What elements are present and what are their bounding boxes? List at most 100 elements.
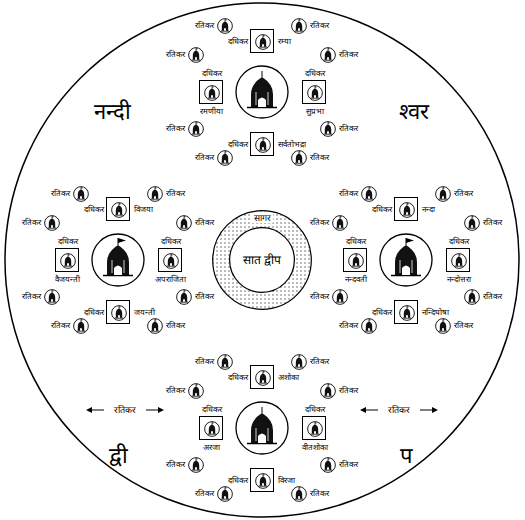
ratikara-temple: रतिकर — [188, 121, 204, 137]
temple-icon — [73, 318, 89, 334]
temple-icon — [320, 383, 336, 399]
ratikara-temple: रतिकर — [217, 18, 233, 34]
lake-box: नन्दोत्तरादधिकर — [446, 248, 470, 272]
ratikara-temple: रतिकर — [320, 383, 336, 399]
ratikara-temple: रतिकर — [435, 186, 451, 202]
temple-icon — [332, 215, 348, 231]
ratikara-temple: रतिकर — [320, 47, 336, 63]
ratikara-temple: रतिकर — [147, 186, 163, 202]
temple-icon — [361, 318, 377, 334]
region-name: द्वी — [109, 442, 128, 470]
temple-icon — [361, 186, 377, 202]
lake-name: नन्दिघोषा — [422, 308, 449, 318]
ratikara-temple: रतिकर — [361, 318, 377, 334]
temple-label: रतिकर — [195, 153, 214, 163]
temple-icon — [217, 18, 233, 34]
dadhimukha-temple: दधिकर — [348, 253, 364, 269]
temple-label: दधिकर — [372, 205, 392, 215]
lake-box: विरजादधिकर — [250, 468, 274, 492]
lake-name: अपराजिता — [155, 275, 186, 285]
lake-name: रम्या — [278, 37, 291, 47]
direction-arrows — [86, 407, 438, 413]
lake-box: नन्दादधिकर — [394, 197, 418, 221]
lake-box: सुप्रभादधिकर — [302, 80, 326, 104]
temple-label: दधिकर — [372, 308, 392, 318]
temple-icon — [217, 150, 233, 166]
temple-icon — [204, 421, 220, 437]
ratikara-temple: रतिकर — [217, 354, 233, 370]
lake-name: जयन्ती — [134, 308, 155, 318]
temple-icon — [44, 289, 60, 305]
temple-label: दधिकर — [58, 237, 78, 247]
temple-label: रतिकर — [310, 489, 329, 499]
ratikara-temple: रतिकर — [291, 354, 307, 370]
lake-name: सुप्रभा — [306, 107, 324, 117]
temple-label: रतिकर — [339, 50, 358, 60]
temple-icon — [60, 253, 76, 269]
ratikara-label: रतिकर — [387, 405, 411, 415]
lake-box: अरजादधिकर — [199, 416, 223, 440]
temple-label: रतिकर — [310, 153, 329, 163]
ratikara-temple: रतिकर — [320, 121, 336, 137]
temple-label: रतिकर — [483, 218, 502, 228]
temple-label: दधिकर — [202, 69, 222, 79]
ratikara-temple: रतिकर — [44, 215, 60, 231]
ratikara-temple: रतिकर — [44, 289, 60, 305]
temple-icon — [307, 85, 323, 101]
temple-icon — [255, 473, 271, 489]
ratikara-label: रतिकर — [113, 405, 137, 415]
temple-label: रतिकर — [483, 292, 502, 302]
ratikara-temple: रतिकर — [464, 289, 480, 305]
temple-icon — [320, 121, 336, 137]
temple-label: रतिकर — [22, 218, 41, 228]
ratikara-temple: रतिकर — [188, 47, 204, 63]
temple-icon — [188, 383, 204, 399]
lake-box: जयन्तीदधिकर — [106, 300, 130, 324]
temple-icon — [255, 137, 271, 153]
temple-icon — [255, 370, 271, 386]
lake-name: वीतशोका — [302, 443, 328, 453]
temple-icon — [291, 18, 307, 34]
temple-label: रतिकर — [195, 218, 214, 228]
temple-label: रतिकर — [310, 218, 329, 228]
core-name: सात द्वीप — [243, 253, 282, 268]
dadhimukha-temple: दधिकर — [451, 253, 467, 269]
dadhimukha-temple: दधिकर — [60, 253, 76, 269]
lake-box: नन्दिघोषादधिकर — [394, 300, 418, 324]
temple-icon — [320, 47, 336, 63]
lake-name: नन्दोत्तरा — [447, 275, 471, 285]
ratikara-temple: रतिकर — [73, 318, 89, 334]
lake-name: विरजा — [278, 476, 295, 486]
temple-icon — [188, 47, 204, 63]
temple-icon — [163, 253, 179, 269]
lake-box: विजयादधिकर — [106, 197, 130, 221]
lake-box: अपराजितादधिकर — [158, 248, 182, 272]
temple-icon — [188, 121, 204, 137]
lake-name: विजया — [134, 205, 153, 215]
temple-label: रतिकर — [339, 189, 358, 199]
temple-label: दधिकर — [305, 405, 325, 415]
temple-label: रतिकर — [51, 321, 70, 331]
temple-icon — [176, 289, 192, 305]
temple-label: दधिकर — [84, 205, 104, 215]
temple-icon — [332, 289, 348, 305]
ratikara-temple: रतिकर — [188, 457, 204, 473]
dadhimukha-temple: दधिकर — [111, 305, 127, 321]
temple-label: रतिकर — [166, 321, 185, 331]
temple-icon — [147, 318, 163, 334]
temple-label: रतिकर — [166, 460, 185, 470]
lake-box: अशोकादधिकर — [250, 365, 274, 389]
ratikara-temple: रतिकर — [217, 486, 233, 502]
temple-label: रतिकर — [166, 189, 185, 199]
lake-name: अरजा — [203, 443, 220, 453]
dadhimukha-temple: दधिकर — [111, 202, 127, 218]
temple-label: रतिकर — [166, 50, 185, 60]
temple-icon — [307, 421, 323, 437]
dadhimukha-temple: दधिकर — [255, 137, 271, 153]
temple-icon — [464, 289, 480, 305]
temple-label: रतिकर — [310, 292, 329, 302]
anjana-temple — [380, 234, 432, 286]
ratikara-temple: रतिकर — [291, 150, 307, 166]
ratikara-temple: रतिकर — [291, 486, 307, 502]
ratikara-temple: रतिकर — [332, 215, 348, 231]
